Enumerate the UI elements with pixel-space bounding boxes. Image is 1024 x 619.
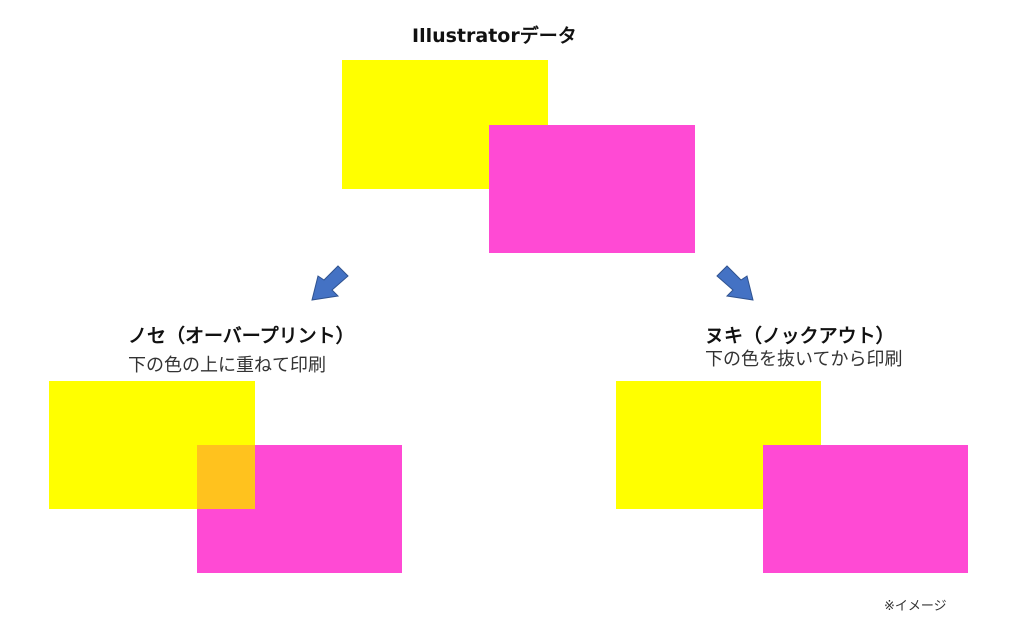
arrow-down-left-icon (311, 265, 349, 301)
knockout-magenta-rect (763, 445, 968, 573)
overprint-description: 下の色の上に重ねて印刷 (128, 355, 326, 376)
knockout-heading: ヌキ（ノックアウト） (705, 325, 895, 347)
overprint-heading: ノセ（オーバープリント） (128, 325, 355, 347)
overprint-overlap-region (197, 445, 255, 509)
diagram-title: Illustratorデータ (412, 25, 577, 47)
arrow-down-right-icon (716, 265, 754, 301)
image-note: ※イメージ (884, 599, 947, 614)
knockout-description: 下の色を抜いてから印刷 (705, 349, 903, 370)
top-magenta-rect (489, 125, 695, 253)
